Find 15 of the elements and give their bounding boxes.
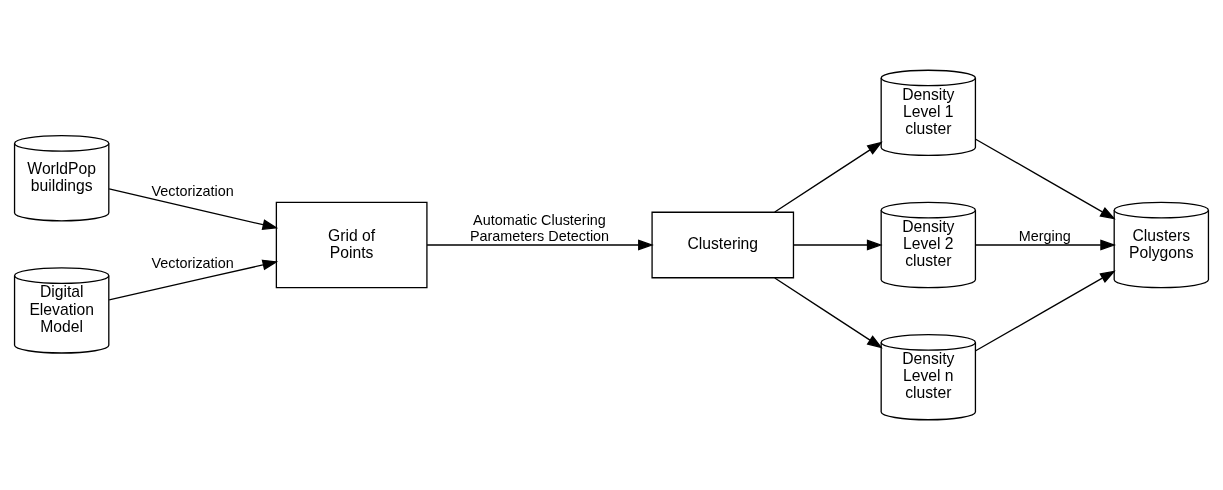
- arrow: [975, 270, 1116, 352]
- arrow: [774, 277, 883, 349]
- arrow: [975, 239, 1116, 251]
- arrow: [108, 188, 279, 231]
- arrow: [426, 239, 654, 251]
- edge-label: Vectorization: [151, 255, 234, 272]
- node-box: Grid of Points: [275, 201, 428, 289]
- edge-label: Vectorization: [151, 183, 234, 200]
- arrow: [108, 259, 279, 301]
- edge-label: Merging: [1018, 227, 1071, 244]
- node-box: Clustering: [651, 211, 795, 279]
- arrow: [975, 138, 1116, 220]
- arrow: [774, 141, 883, 213]
- arrow: [793, 239, 883, 251]
- edge-label: Automatic Clustering Parameters Detection: [469, 212, 610, 244]
